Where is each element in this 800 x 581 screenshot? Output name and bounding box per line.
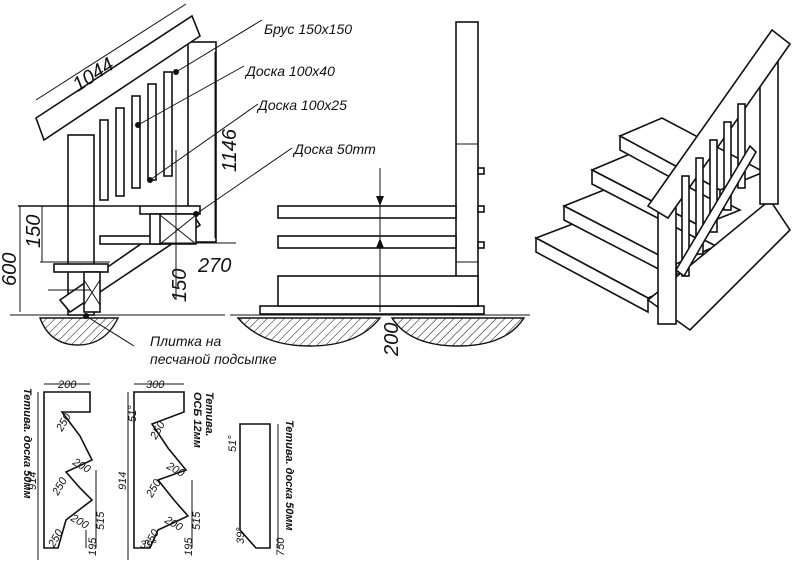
svg-text:39°: 39° — [235, 527, 247, 544]
stringer-1-outline — [43, 391, 94, 549]
front-foundation-right — [390, 317, 526, 347]
svg-text:250: 250 — [50, 475, 71, 499]
svg-text:515: 515 — [95, 511, 107, 530]
iso-stringer-rail — [674, 144, 758, 278]
dim-200: 200 — [381, 323, 403, 357]
stringer-2-title-2: ОСБ 12мм — [191, 392, 203, 448]
front-tread-1 — [277, 205, 457, 219]
svg-text:200: 200 — [162, 514, 186, 535]
front-view: 200 — [230, 21, 530, 357]
stringer-1: 200 914 250 200 250 200 250 515 195 Тети… — [21, 379, 107, 560]
callout-100x40-line — [137, 65, 245, 126]
stringer-2-width: 300 — [146, 379, 165, 391]
stringer-1-width: 200 — [57, 379, 77, 391]
label-50mm: Доска 50mm — [292, 141, 376, 157]
front-foundation-left — [236, 317, 382, 347]
iso-handrail — [646, 28, 792, 220]
dim-150a: 150 — [23, 215, 45, 248]
svg-text:200: 200 — [68, 512, 92, 533]
side-view: 1044 1146 600 150 150 270 Брус 150x150 Д… — [0, 3, 376, 367]
stringer-3: 51° 39° 750 Тетива. доска 50мм — [227, 420, 295, 556]
label-brus: Брус 150x150 — [264, 21, 352, 37]
dim-1044-line — [35, 3, 187, 101]
iso-balusters — [681, 103, 746, 277]
stringer-1-len: 914 — [27, 472, 39, 490]
front-tread-3 — [277, 275, 479, 307]
stringer-3-outline — [239, 423, 271, 549]
label-plitka-1: Плитка на — [150, 333, 221, 349]
callout-brus-line — [175, 19, 263, 73]
svg-text:914: 914 — [117, 472, 129, 490]
front-post — [455, 21, 479, 307]
label-100x40: Доска 100x40 — [244, 63, 335, 79]
foundation-hatch — [38, 317, 120, 346]
tread-top — [139, 205, 201, 215]
stringer-2-title-1: Тетива. — [203, 392, 215, 437]
svg-text:250: 250 — [54, 411, 75, 435]
svg-text:195: 195 — [87, 537, 99, 556]
iso-post-front — [657, 203, 677, 325]
svg-text:515: 515 — [191, 511, 203, 530]
svg-text:250: 250 — [144, 477, 165, 501]
stringer-2-outline — [133, 391, 190, 549]
dim-600: 600 — [0, 253, 21, 286]
iso-view — [534, 28, 792, 332]
dim-270: 270 — [197, 255, 231, 277]
label-plitka-2: песчаной подсыпке — [150, 351, 277, 367]
handrail — [35, 14, 201, 142]
label-100x25: Доска 100x25 — [256, 97, 347, 113]
front-base — [259, 305, 485, 315]
dim-150b: 150 — [169, 269, 191, 302]
svg-text:51°: 51° — [127, 405, 139, 422]
balusters — [99, 71, 173, 201]
svg-text:39°: 39° — [140, 539, 157, 551]
svg-text:200: 200 — [70, 456, 94, 477]
dim-1146: 1146 — [219, 128, 241, 172]
svg-text:750: 750 — [275, 537, 287, 556]
svg-text:250: 250 — [148, 419, 169, 443]
stringer-3-title: Тетива. доска 50мм — [283, 420, 295, 531]
stringer-1-title: Тетива. доска 50мм — [21, 388, 33, 499]
front-tread-2 — [277, 235, 457, 249]
svg-text:51°: 51° — [227, 435, 239, 452]
stringer-2: 300 914 51° 250 200 250 200 250 39° 515 … — [117, 379, 215, 560]
tread-low — [53, 263, 109, 273]
svg-text:195: 195 — [183, 537, 195, 556]
